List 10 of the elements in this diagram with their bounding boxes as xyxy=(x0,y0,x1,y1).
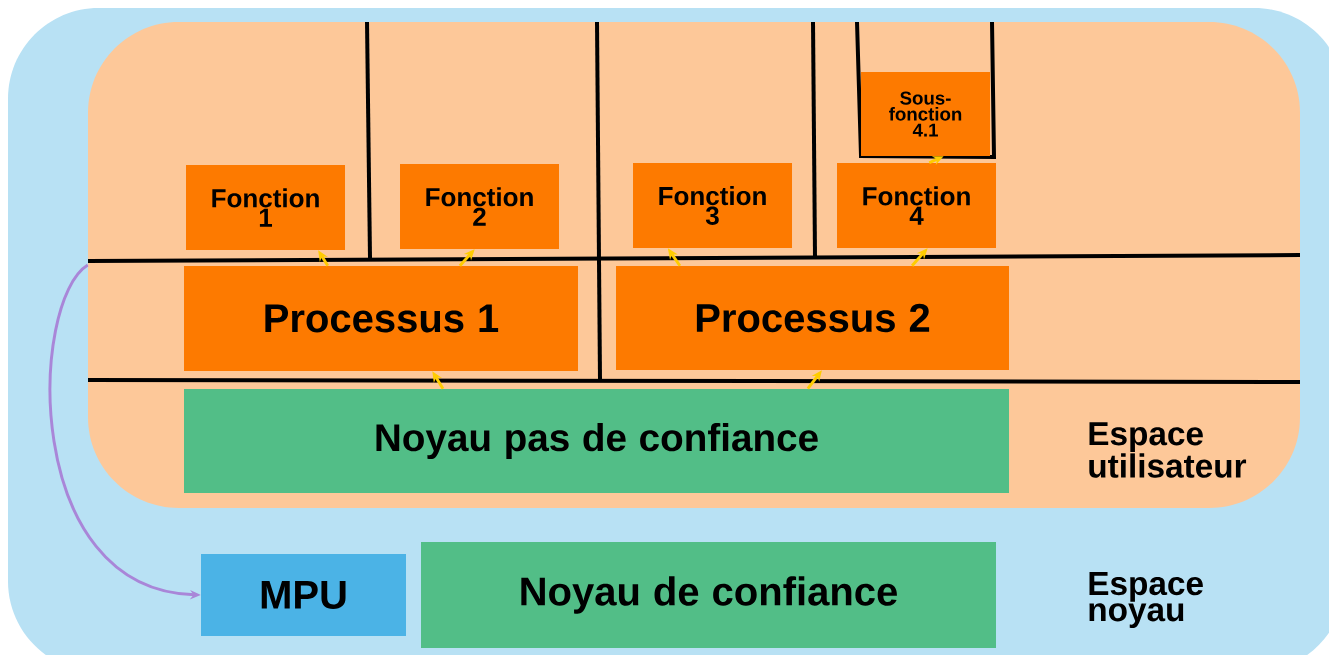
kernel-box: Noyau de confiance xyxy=(421,542,996,648)
function-box: Fonction 3 xyxy=(633,163,792,248)
kernel-box: Noyau pas de confiance xyxy=(184,389,1009,493)
process-box: Processus 1 xyxy=(184,266,578,371)
function-box: Fonction 4 xyxy=(837,163,996,248)
function-box: Fonction 1 xyxy=(186,165,345,250)
mpu-box: MPU xyxy=(201,554,406,636)
process-box: Processus 2 xyxy=(616,266,1009,370)
subfunction-box: Sous-fonction 4.1 xyxy=(861,72,990,156)
function-box: Fonction 2 xyxy=(400,164,559,249)
